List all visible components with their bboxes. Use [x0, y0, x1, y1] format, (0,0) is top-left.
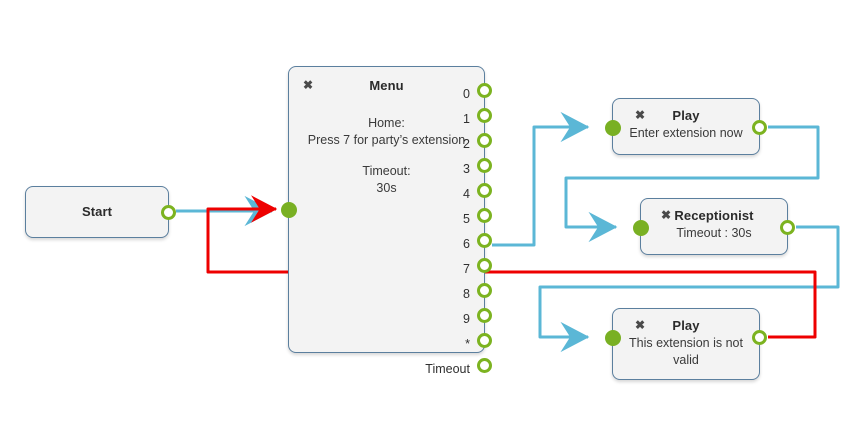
node-menu-output-port-timeout[interactable] [477, 358, 492, 373]
port-label-7: 7 [463, 262, 470, 276]
node-play1-title: Play [672, 108, 700, 123]
node-menu-output-port-0[interactable] [477, 83, 492, 98]
node-receptionist[interactable]: ✖ Receptionist Timeout : 30s [633, 198, 795, 255]
node-play1-output-port[interactable] [752, 120, 767, 135]
port-label-3: 3 [463, 162, 470, 176]
close-icon[interactable]: ✖ [303, 78, 314, 92]
node-menu-timeout-value: 30s [376, 181, 397, 195]
node-menu-prompt-text: Press 7 for party’s extension [307, 133, 466, 147]
node-play-invalid-extension[interactable]: ✖ Play This extension is not valid [605, 308, 767, 380]
node-menu-port-labels: 0 1 2 3 4 5 6 7 8 9 * Timeout [396, 82, 470, 382]
port-label-8: 8 [463, 287, 470, 301]
node-menu-output-port-4[interactable] [477, 183, 492, 198]
port-label-2: 2 [463, 137, 470, 151]
port-label-9: 9 [463, 312, 470, 326]
node-play2-subtitle: This extension is not valid [629, 336, 743, 367]
node-menu-output-port-8[interactable] [477, 283, 492, 298]
node-play2-input-port[interactable] [605, 330, 621, 346]
node-start-title: Start [81, 204, 113, 219]
node-menu[interactable]: ✖ Menu Home: Press 7 for party’s extensi… [281, 66, 492, 376]
node-menu-output-port-9[interactable] [477, 308, 492, 323]
node-receptionist-input-port[interactable] [633, 220, 649, 236]
node-menu-title: Menu [369, 78, 404, 93]
node-start-output-port[interactable] [161, 205, 176, 220]
node-menu-output-port-star[interactable] [477, 333, 492, 348]
node-menu-output-port-3[interactable] [477, 158, 492, 173]
port-label-0: 0 [463, 87, 470, 101]
port-label-timeout: Timeout [425, 362, 470, 376]
node-menu-output-port-7[interactable] [477, 258, 492, 273]
node-receptionist-output-port[interactable] [780, 220, 795, 235]
node-menu-input-port[interactable] [281, 202, 297, 218]
port-label-star: * [465, 337, 470, 351]
node-play1-subtitle: Enter extension now [629, 126, 743, 140]
node-menu-output-port-1[interactable] [477, 108, 492, 123]
node-play2-output-port[interactable] [752, 330, 767, 345]
node-receptionist-subtitle: Timeout : 30s [676, 226, 752, 240]
node-start[interactable]: Start [25, 186, 176, 238]
node-menu-output-port-2[interactable] [477, 133, 492, 148]
node-menu-prompt-label: Home: [368, 116, 405, 130]
port-label-4: 4 [463, 187, 470, 201]
wire-menu7-to-play1 [492, 111, 590, 247]
node-menu-timeout-label: Timeout: [362, 164, 411, 178]
node-menu-output-port-6[interactable] [477, 233, 492, 248]
port-label-6: 6 [463, 237, 470, 251]
port-label-1: 1 [463, 112, 470, 126]
close-icon[interactable]: ✖ [635, 318, 646, 332]
node-play1-input-port[interactable] [605, 120, 621, 136]
node-menu-output-port-5[interactable] [477, 208, 492, 223]
node-menu-body: Home: Press 7 for party’s extension Time… [289, 115, 484, 197]
port-label-5: 5 [463, 212, 470, 226]
close-icon[interactable]: ✖ [635, 108, 646, 122]
node-play-enter-extension[interactable]: ✖ Play Enter extension now [605, 98, 767, 155]
close-icon[interactable]: ✖ [661, 208, 672, 222]
